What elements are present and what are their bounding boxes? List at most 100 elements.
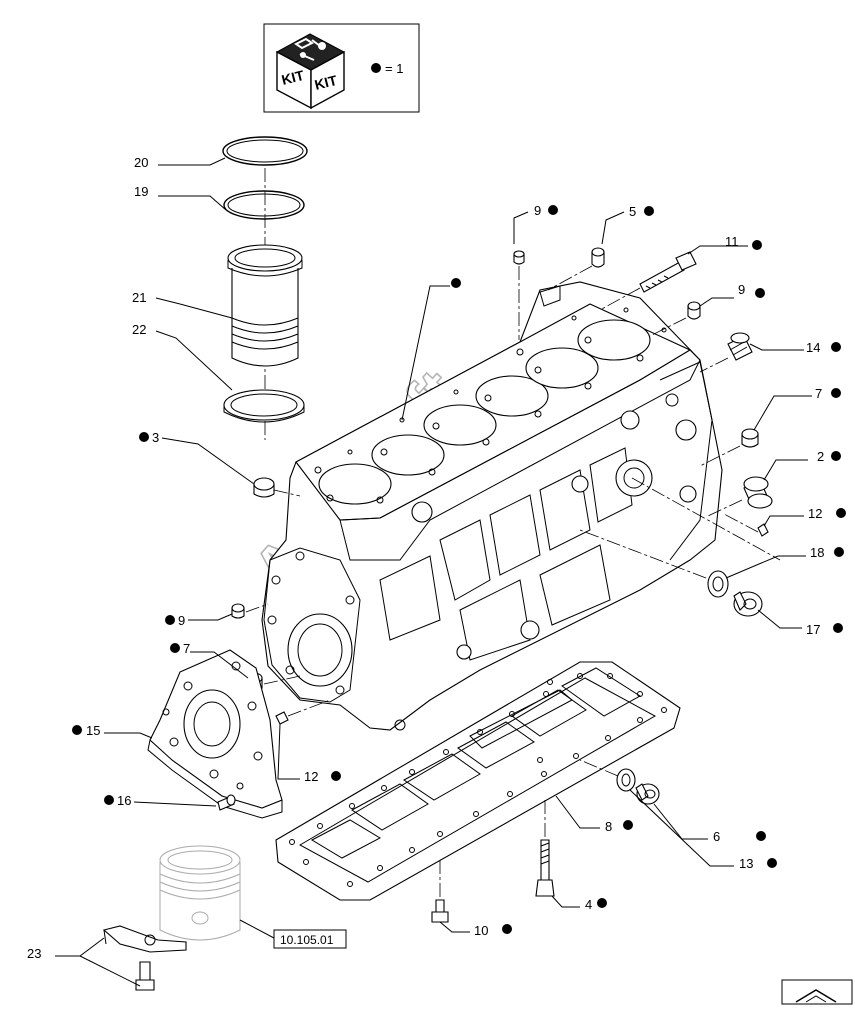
svg-text:17: 17 (806, 622, 820, 637)
navigation-arrow-icon[interactable] (781, 979, 853, 1005)
reference-label: 10.105.01 (280, 933, 334, 947)
svg-text:2: 2 (817, 449, 824, 464)
callout-labels: 20 19 21 22 3 9 5 11 9 (27, 155, 846, 961)
deck-bolt-holes (314, 307, 667, 504)
gasket-holes (289, 673, 667, 887)
o-ring-20 (222, 136, 308, 166)
callout-17: 17 (806, 622, 843, 637)
callout-9-right: 9 (738, 282, 765, 298)
kit-legend-text: = 1 (385, 61, 403, 76)
block-side-details (394, 285, 713, 731)
plug-9-right (649, 301, 701, 337)
kit-legend-frame (263, 23, 420, 113)
callout-4: 4 (585, 897, 607, 912)
engine-block (261, 281, 723, 731)
plug-14 (699, 332, 753, 373)
reference-frame: 10.105.01 (239, 919, 347, 949)
crankcase-bays (379, 447, 633, 661)
callout-block-kit (451, 278, 461, 288)
callout-19: 19 (134, 184, 148, 199)
callout-22: 22 (132, 322, 146, 337)
svg-text:4: 4 (585, 897, 592, 912)
piston-reference (159, 845, 241, 941)
washer-13 (616, 768, 636, 792)
washer-18 (707, 570, 729, 598)
svg-text:9: 9 (534, 203, 541, 218)
o-ring-19 (223, 190, 305, 220)
svg-text:5: 5 (629, 204, 636, 219)
bracket-23 (102, 925, 187, 991)
kit-label-right: KIT (313, 72, 339, 93)
callout-11: 11 (725, 234, 762, 250)
plug-3 (253, 477, 301, 498)
callout-6: 6 (713, 829, 766, 844)
svg-text:7: 7 (183, 641, 190, 656)
plug-9-left (231, 603, 269, 619)
svg-text:9: 9 (178, 613, 185, 628)
svg-text:6: 6 (713, 829, 720, 844)
svg-text:7: 7 (815, 386, 822, 401)
callout-12-left: 12 (304, 769, 341, 784)
callout-5: 5 (629, 204, 654, 219)
callout-9-left: 9 (165, 613, 185, 628)
drain-plug-6 (579, 759, 660, 805)
callout-10: 10 (474, 923, 512, 938)
callout-14: 14 (806, 340, 841, 355)
kit-label-left: KIT (280, 67, 306, 88)
pin-12-right (723, 513, 769, 537)
svg-text:13: 13 (739, 856, 753, 871)
svg-text:8: 8 (605, 819, 612, 834)
callout-21: 21 (132, 290, 146, 305)
callout-3: 3 (139, 430, 159, 445)
svg-text:18: 18 (810, 545, 824, 560)
svg-text:11: 11 (725, 234, 739, 249)
svg-text:14: 14 (806, 340, 820, 355)
bolt-10 (431, 860, 449, 923)
oil-pan-gasket-8 (275, 661, 681, 901)
callout-15: 15 (72, 723, 100, 738)
bullet-icon (371, 63, 381, 73)
callout-20: 20 (134, 155, 148, 170)
kit-box-icon: KIT KIT (275, 33, 346, 110)
callout-9-top: 9 (534, 203, 558, 218)
gasket-windows (310, 667, 641, 859)
seal-holder-15 (147, 649, 283, 819)
cylinder-liner-group (222, 136, 308, 440)
leader-lines (55, 157, 812, 987)
callout-7-left: 7 (170, 641, 190, 656)
svg-text:19: 19 (134, 184, 148, 199)
svg-text:3: 3 (152, 430, 159, 445)
callout-8: 8 (605, 819, 633, 834)
bushing-2 (707, 476, 773, 517)
svg-text:12: 12 (808, 506, 822, 521)
kit-legend: KIT KIT = 1 (263, 23, 420, 113)
callout-18: 18 (810, 545, 844, 560)
svg-text:12: 12 (304, 769, 318, 784)
screw-11 (599, 251, 697, 311)
callout-13: 13 (739, 856, 777, 871)
callout-7-right: 7 (815, 386, 841, 401)
plug-9-top (513, 250, 525, 340)
bolt-4 (535, 800, 555, 897)
cylinder-bores (318, 319, 651, 505)
svg-text:10: 10 (474, 923, 488, 938)
seal-ring-22 (223, 389, 305, 423)
pin-12-left (275, 699, 331, 725)
block-rear-face (263, 547, 361, 703)
callout-23: 23 (27, 946, 41, 961)
svg-text:16: 16 (117, 793, 131, 808)
svg-text:22: 22 (132, 322, 146, 337)
svg-text:20: 20 (134, 155, 148, 170)
svg-text:15: 15 (86, 723, 100, 738)
svg-text:21: 21 (132, 290, 146, 305)
cylinder-liner-21 (227, 244, 303, 367)
screw-16 (217, 794, 236, 811)
plug-17 (579, 529, 763, 617)
svg-text:23: 23 (27, 946, 41, 961)
plug-7-right (699, 428, 759, 467)
callout-12-right: 12 (808, 506, 846, 521)
callout-2: 2 (817, 449, 841, 464)
svg-text:9: 9 (738, 282, 745, 297)
